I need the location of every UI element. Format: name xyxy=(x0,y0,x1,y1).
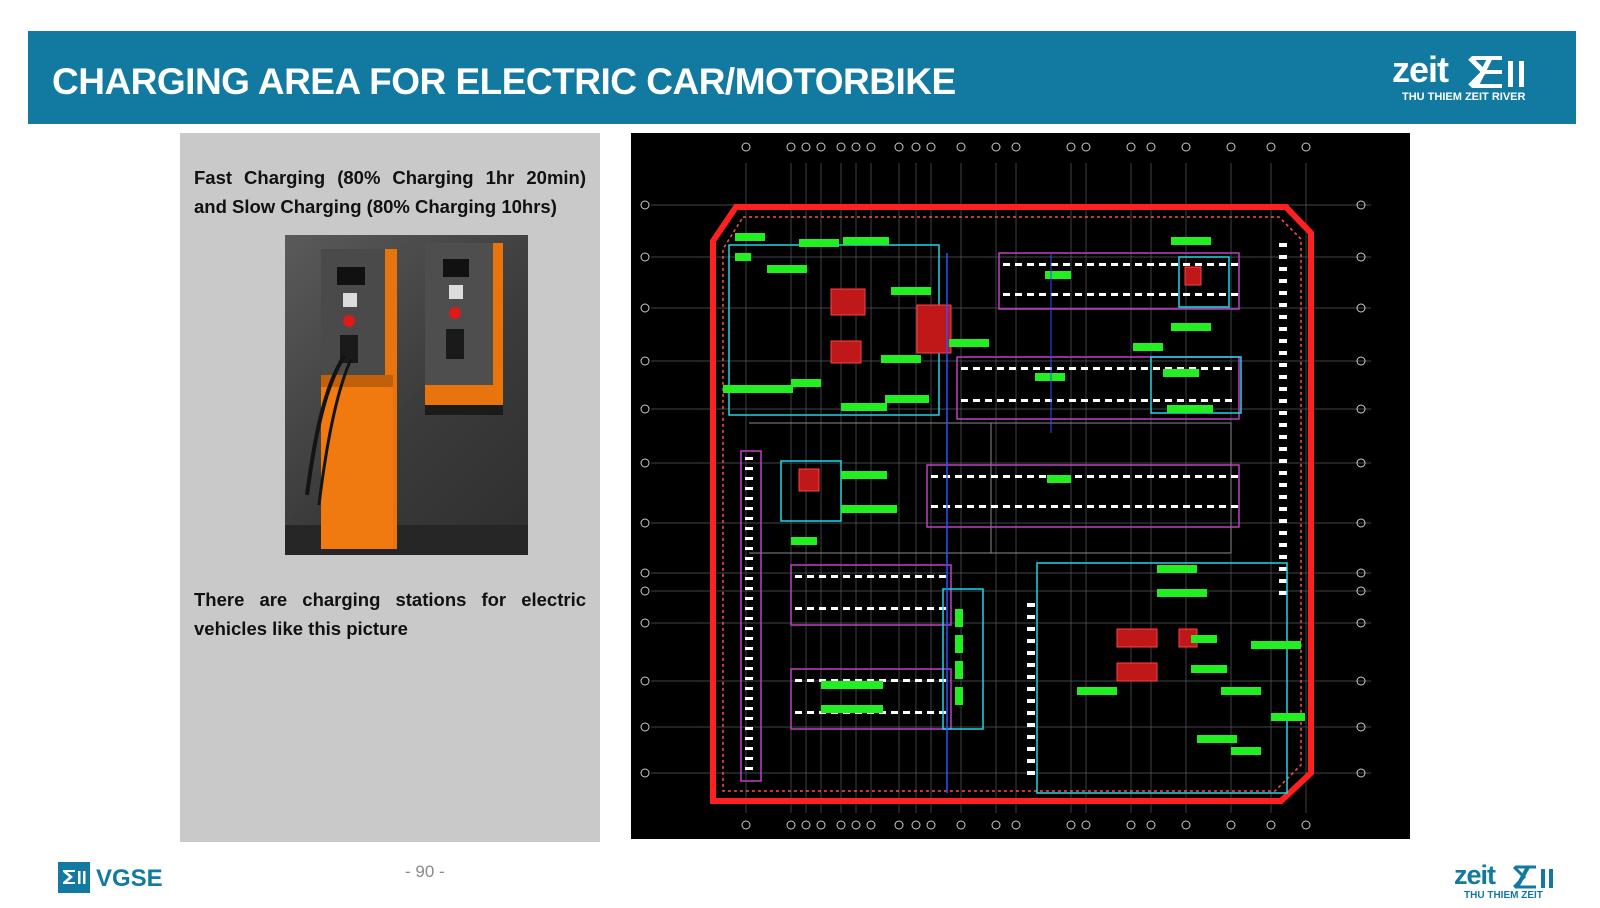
slide-title: CHARGING AREA FOR ELECTRIC CAR/MOTORBIKE xyxy=(52,61,956,102)
footer-logo-word: zeit xyxy=(1454,860,1496,890)
header-banner: CHARGING AREA FOR ELECTRIC CAR/MOTORBIKE… xyxy=(28,31,1576,124)
charger-photo xyxy=(285,235,528,555)
vgse-mark-icon xyxy=(58,862,90,893)
charging-types-text: Fast Charging (80% Charging 1hr 20min) a… xyxy=(194,167,586,217)
vgse-text: VGSE xyxy=(96,865,163,892)
zeit-logo-footer: zeit THU THIEM ZEIT xyxy=(1454,860,1564,904)
ev-charger-illustration xyxy=(285,243,528,555)
parking-floor-plan xyxy=(631,133,1410,839)
vgse-logo: VGSE xyxy=(58,862,168,895)
footer-logo-subtitle: THU THIEM ZEIT xyxy=(1464,890,1543,901)
zeit-mark-icon-footer xyxy=(1512,865,1553,889)
description-text: There are charging stations for electric… xyxy=(194,589,586,639)
zeit-logo-header: zeit THU THIEM ZEIT RIVER xyxy=(1384,49,1554,109)
logo-subtitle: THU THIEM ZEIT RIVER xyxy=(1402,91,1526,103)
page-number: - 90 - xyxy=(405,862,445,881)
info-panel: Fast Charging (80% Charging 1hr 20min) a… xyxy=(180,133,600,842)
logo-word: zeit xyxy=(1392,49,1449,90)
floor-plan-drawing xyxy=(640,142,1371,830)
site-boundary xyxy=(710,204,1314,804)
zeit-mark-icon xyxy=(1468,56,1524,88)
